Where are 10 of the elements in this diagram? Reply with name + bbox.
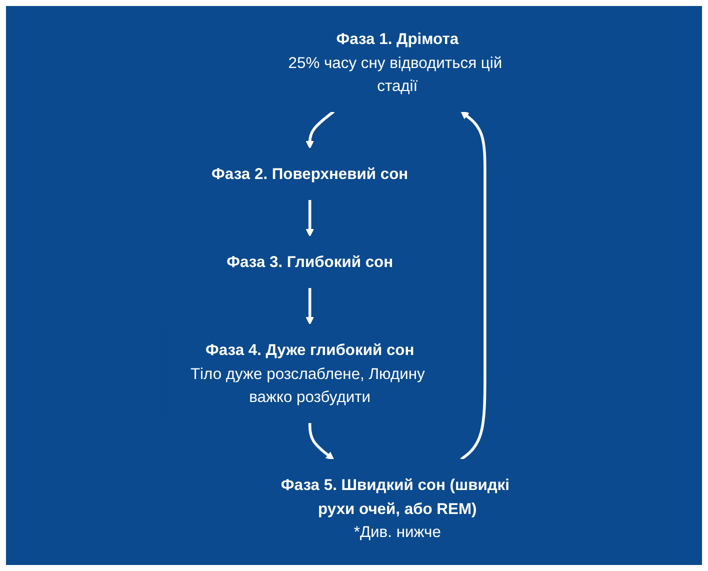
node-text: Фаза 2. Поверхневий сон (212, 164, 408, 183)
arrow (306, 110, 335, 149)
arrow (306, 288, 314, 325)
node-text: Фаза 5. Швидкий сон (швидкі рухи очей, або REM) *Див. нижче (281, 476, 510, 541)
arrow (306, 200, 314, 237)
node-text: Фаза 3. Глибокий сон (226, 253, 394, 271)
arrow (460, 111, 487, 461)
arrow (308, 422, 334, 460)
node-text: Фаза 4. Дуже глибокий сон Тіло дуже розслаблене, Людину важко розбудити (190, 341, 426, 406)
node-text: Фаза 1. Дрімота 25% часу сну відводиться цій стадії (288, 30, 503, 94)
